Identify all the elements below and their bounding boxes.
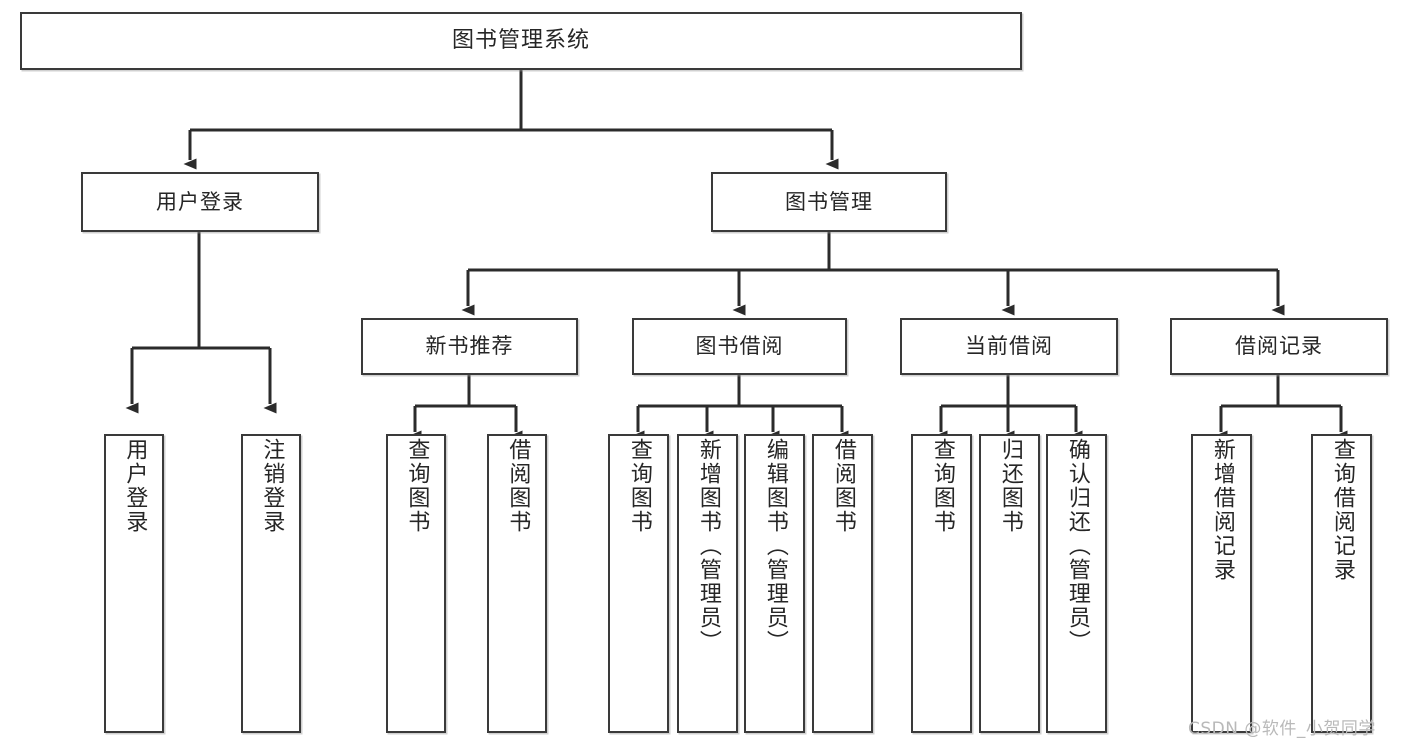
node-label: 查询借阅记录 bbox=[1329, 438, 1355, 582]
leaf-record-add-record[interactable]: 新增借阅记录 bbox=[1191, 434, 1252, 733]
node-label: 编辑图书（管理员） bbox=[762, 438, 788, 654]
node-label: 图书管理系统 bbox=[451, 28, 590, 54]
node-label: 查询图书 bbox=[929, 438, 955, 534]
node-root-system[interactable]: 图书管理系统 bbox=[20, 12, 1022, 70]
node-label: 查询图书 bbox=[626, 438, 652, 534]
node-label: 当前借阅 bbox=[965, 334, 1053, 359]
leaf-record-query-record[interactable]: 查询借阅记录 bbox=[1311, 434, 1372, 733]
node-label: 注销登录 bbox=[259, 438, 285, 534]
node-label: 图书管理 bbox=[785, 189, 873, 214]
leaf-current-query-book[interactable]: 查询图书 bbox=[911, 434, 972, 733]
leaf-user-login-signin[interactable]: 用户登录 bbox=[104, 434, 164, 733]
node-new-book-recommend[interactable]: 新书推荐 bbox=[361, 318, 578, 375]
node-book-management[interactable]: 图书管理 bbox=[711, 172, 947, 232]
node-label: 查询图书 bbox=[404, 438, 430, 534]
node-label: 确认归还（管理员） bbox=[1064, 438, 1090, 654]
csdn-watermark: CSDN @软件_小贺同学 bbox=[1188, 719, 1376, 739]
node-label: 用户登录 bbox=[156, 189, 244, 214]
node-label: 新增图书（管理员） bbox=[695, 438, 721, 654]
node-user-login[interactable]: 用户登录 bbox=[81, 172, 319, 232]
leaf-new-book-borrow[interactable]: 借阅图书 bbox=[487, 434, 547, 733]
node-book-borrow[interactable]: 图书借阅 bbox=[632, 318, 847, 375]
node-label: 借阅图书 bbox=[830, 438, 856, 534]
node-label: 借阅图书 bbox=[505, 438, 531, 534]
leaf-borrow-edit-book-admin[interactable]: 编辑图书（管理员） bbox=[744, 434, 805, 733]
leaf-current-return-book[interactable]: 归还图书 bbox=[979, 434, 1040, 733]
leaf-user-login-signout[interactable]: 注销登录 bbox=[241, 434, 301, 733]
node-label: 新书推荐 bbox=[425, 334, 514, 359]
node-current-borrow[interactable]: 当前借阅 bbox=[900, 318, 1118, 375]
leaf-borrow-borrow-book[interactable]: 借阅图书 bbox=[812, 434, 873, 733]
node-label: 借阅记录 bbox=[1235, 334, 1323, 359]
leaf-borrow-add-book-admin[interactable]: 新增图书（管理员） bbox=[677, 434, 738, 733]
leaf-new-book-query[interactable]: 查询图书 bbox=[386, 434, 446, 733]
node-label: 归还图书 bbox=[997, 438, 1023, 534]
node-label: 用户登录 bbox=[122, 438, 148, 534]
node-borrow-record[interactable]: 借阅记录 bbox=[1170, 318, 1388, 375]
node-label: 图书借阅 bbox=[695, 334, 784, 359]
leaf-current-confirm-return-admin[interactable]: 确认归还（管理员） bbox=[1046, 434, 1107, 733]
leaf-borrow-query-book[interactable]: 查询图书 bbox=[608, 434, 669, 733]
node-label: 新增借阅记录 bbox=[1209, 438, 1235, 582]
